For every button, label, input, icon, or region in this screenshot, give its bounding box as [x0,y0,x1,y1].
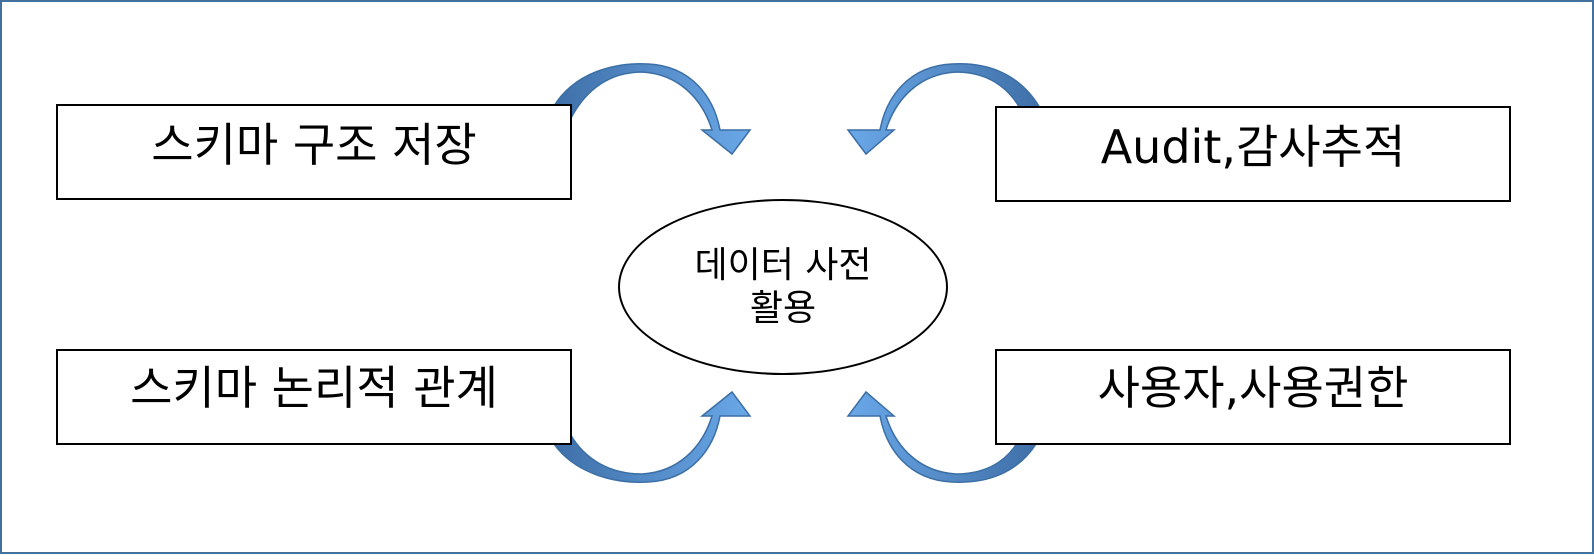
curved-arrow-top-left-icon [553,63,752,156]
arrow-layer [553,63,1042,483]
center-label-line1: 데이터 사전 [694,244,872,286]
box-schema-logical-relation: 스키마 논리적 관계 [56,349,572,445]
box-audit: Audit,감사추적 [995,106,1511,202]
box-label: Audit,감사추적 [1100,120,1406,174]
curved-arrow-top-right-icon [846,63,1042,156]
box-user-permissions: 사용자,사용권한 [995,349,1511,445]
box-label: 사용자,사용권한 [1097,361,1409,415]
box-label: 스키마 논리적 관계 [130,361,498,415]
curved-arrow-bottom-right-icon [846,390,1038,483]
box-schema-structure: 스키마 구조 저장 [56,104,572,200]
box-label: 스키마 구조 저장 [151,118,477,172]
center-node-data-dictionary: 데이터 사전 활용 [618,199,948,375]
center-label-line2: 활용 [749,288,817,329]
curved-arrow-bottom-left-icon [553,390,752,483]
